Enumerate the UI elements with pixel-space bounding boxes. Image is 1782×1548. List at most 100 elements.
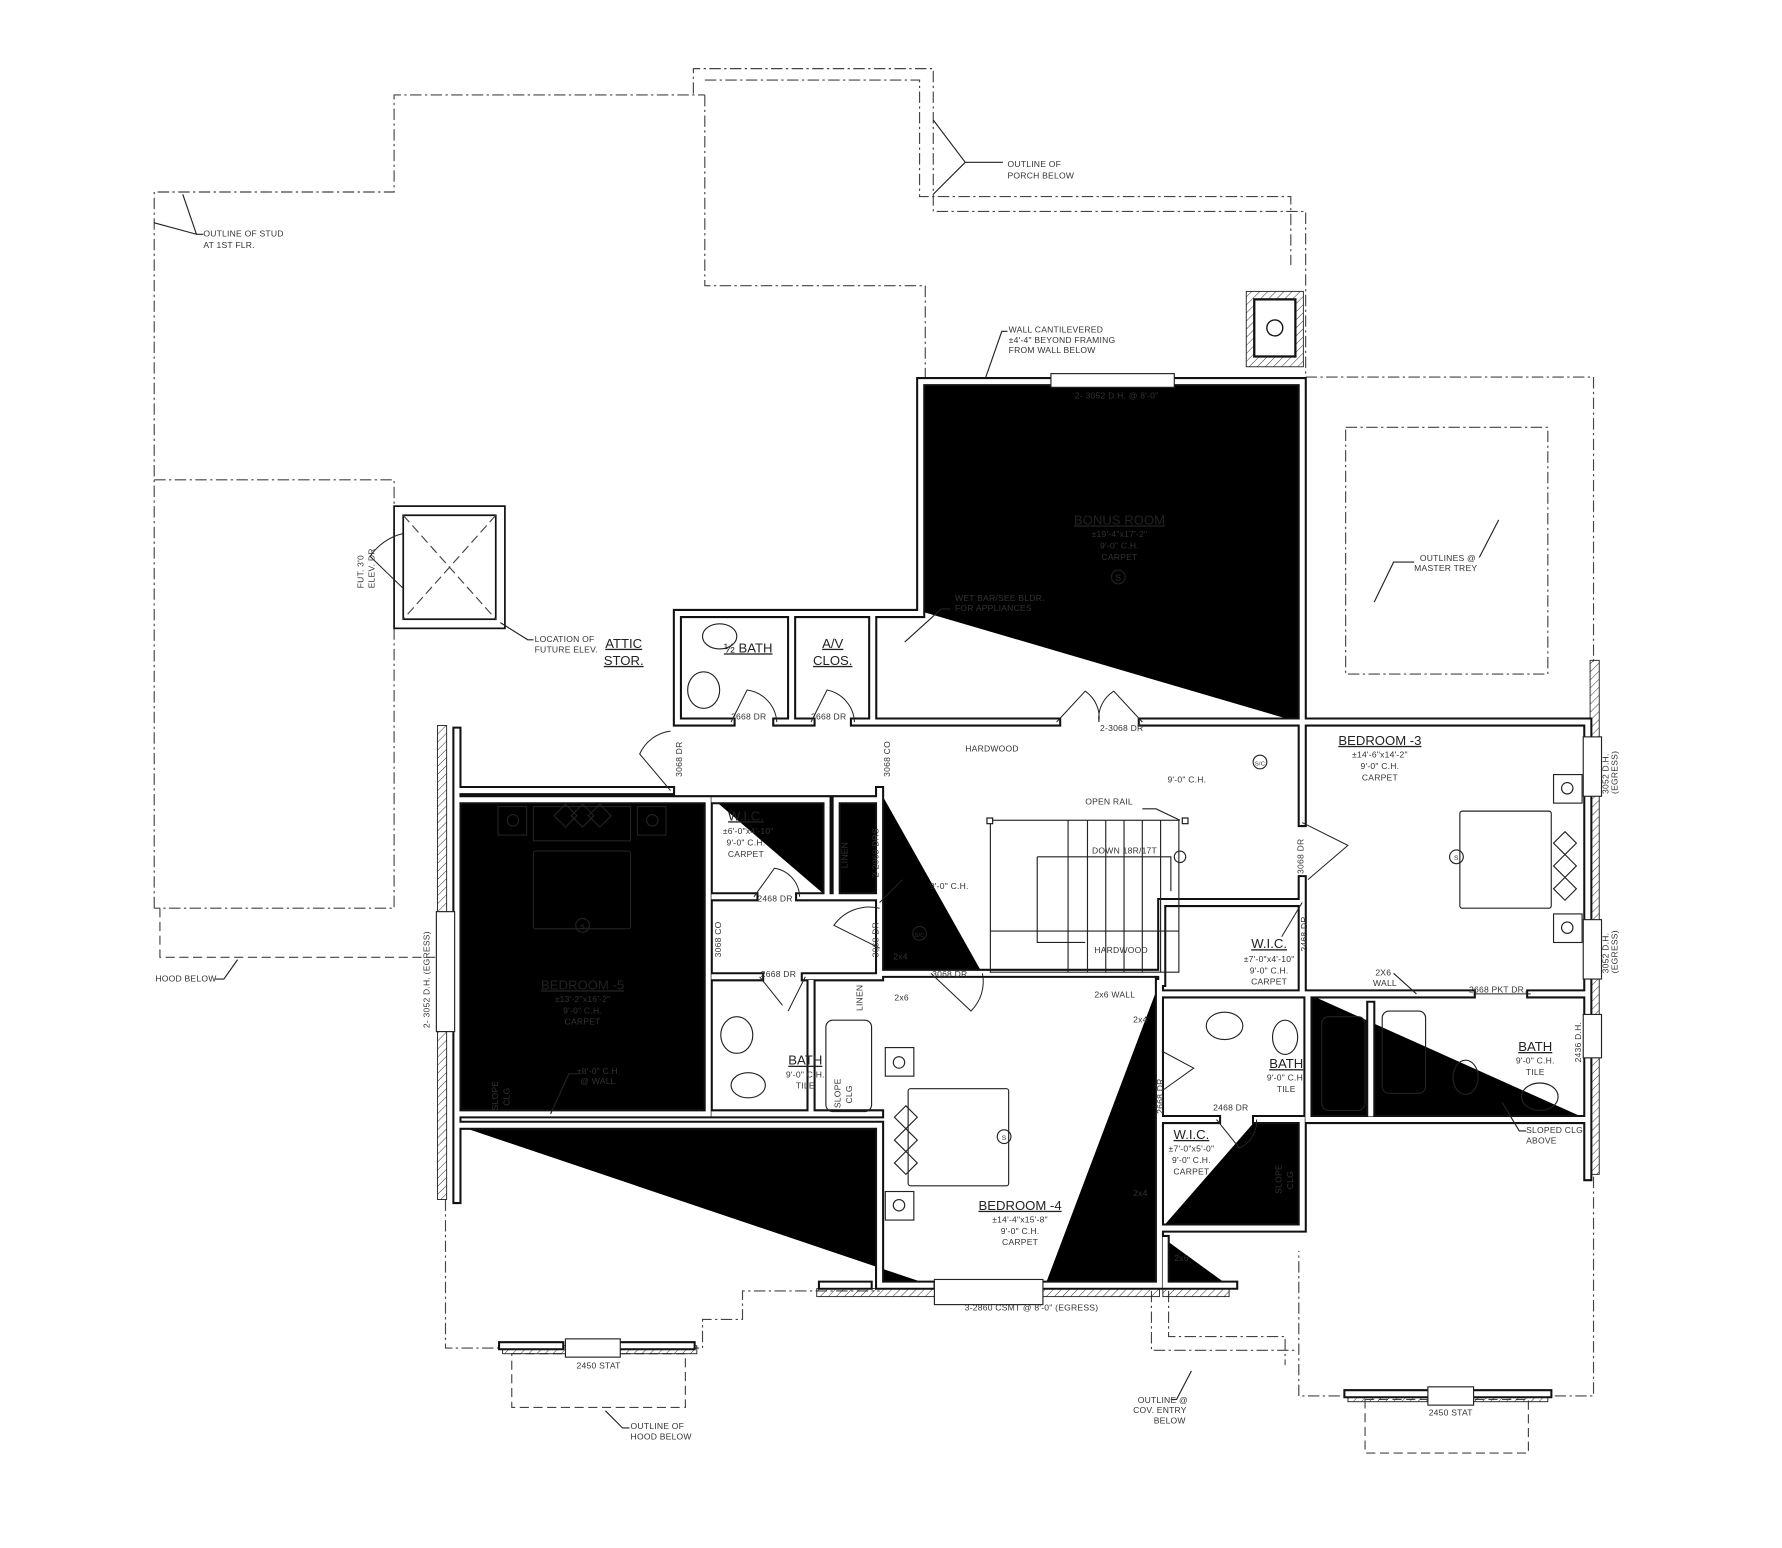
hall-ceiling-2: 9'-0" C.H.: [930, 881, 969, 891]
note-ch-wall: ±8'-0" C.H.: [577, 1066, 621, 1076]
hall-floor: HARDWOOD: [965, 744, 1019, 754]
room-floor-bedroom3: CARPET: [1362, 772, 1399, 782]
room-name-wic3: W.I.C.: [1251, 936, 1287, 951]
note-cantilever-2: ±4'-4" BEYOND FRAMING: [1009, 335, 1116, 345]
smoke-co-detector: S/C: [1255, 761, 1265, 767]
note-wetbar: WET BAR/SEE BLDR.: [955, 593, 1045, 603]
room-name-wic4: W.I.C.: [1174, 1127, 1210, 1142]
note-ch-wall-2: @ WALL: [580, 1076, 615, 1086]
note-hood-bottom: OUTLINE OF: [631, 1421, 685, 1431]
smoke-co-detector-2: S/C: [914, 933, 924, 939]
callout-window-stat: 2450 STAT: [577, 1361, 622, 1371]
room-ceiling-wic4: 9'-0" C.H.: [1172, 1155, 1211, 1165]
note-hood-bottom-2: HOOD BELOW: [631, 1431, 693, 1441]
doors: [639, 689, 1531, 1149]
room-ceiling-bedroom4: 9'-0" C.H.: [1001, 1226, 1040, 1236]
hall-ceiling: 9'-0" C.H.: [1167, 775, 1206, 785]
callout-pocket-door: 2668 PKT DR.: [1469, 985, 1527, 995]
note-cov-entry: OUTLINE @: [1138, 1395, 1188, 1405]
room-ceiling-bonus: 9'-0" C.H.: [1100, 540, 1139, 550]
callout-door: 2-2068 DRS: [870, 828, 880, 877]
callout-window-bath3: 2436 D.H.: [1573, 1022, 1583, 1063]
room-floor-bedroom4: CARPET: [1002, 1237, 1039, 1247]
hall-floor-2: HARDWOOD: [1094, 945, 1148, 955]
callout-stud: 2x6: [894, 993, 908, 1003]
future-elevator: [369, 505, 506, 630]
callout-door: 2468 DR: [1213, 1102, 1248, 1112]
room-name-wic5: W.I.C.: [728, 808, 764, 823]
room-ceiling-bedroom5: 9'-0" C.H.: [563, 1005, 602, 1015]
callout-window-b3a-2: (EGRESS): [1610, 751, 1620, 794]
smoke-detector-bonus: S: [1115, 572, 1121, 582]
note-open-rail: OPEN RAIL: [1085, 796, 1133, 806]
callout-door: 3068 DR: [870, 922, 880, 957]
note-slope-2: CLG: [1285, 1171, 1295, 1189]
note-stud: OUTLINE OF STUD: [203, 229, 283, 239]
note-elevator: LOCATION OF: [535, 634, 595, 644]
room-size-bedroom4: ±14'-4"x15'-8": [992, 1214, 1048, 1224]
note-slope: SLOPE: [490, 1081, 500, 1111]
callout-door: 2668 DR: [811, 712, 846, 722]
room-ceiling-bath34: 9'-0" C.H.: [1267, 1073, 1306, 1083]
callout-door: 2-3068 DR: [1100, 723, 1143, 733]
smoke-detector-b5: S: [580, 924, 585, 931]
room-floor-bath34: TILE: [1277, 1084, 1296, 1094]
room-ceiling-bath5: 9'-0" C.H.: [786, 1069, 825, 1079]
note-cantilever: WALL CANTILEVERED: [1009, 324, 1103, 334]
stairs: [986, 817, 1189, 973]
room-ceiling-bath3: 9'-0" C.H.: [1516, 1056, 1555, 1066]
room-size-wic4: ±7'-0"x5'-0": [1169, 1144, 1215, 1154]
room-floor-wic3: CARPET: [1251, 977, 1288, 987]
room-size-wic5: ±6'-0"x4'-10": [723, 826, 774, 836]
callout-door: 2468 DR: [757, 893, 792, 903]
room-ceiling-bedroom3: 9'-0" C.H.: [1361, 761, 1400, 771]
room-name-bath5: BATH: [788, 1053, 822, 1068]
walls: [457, 382, 1588, 1394]
room-name-attic-2: STOR.: [604, 653, 644, 668]
callout-stud: 2x6: [1174, 1253, 1188, 1263]
callout-window-b4: 3-2860 CSMT @ 8'-0" (EGRESS): [965, 1302, 1099, 1312]
room-name-half-bath: ½ BATH: [724, 640, 773, 655]
note-cantilever-3: FROM WALL BELOW: [1009, 345, 1097, 355]
callout-window-b3a: 3052 D.H.: [1600, 753, 1610, 794]
room-size-bonus: ±19'-4"x17'-2": [1092, 529, 1148, 539]
callout-window-bonus: 2- 3052 D.H. @ 8'-0": [1075, 391, 1158, 401]
room-name-bath34: BATH: [1269, 1056, 1303, 1071]
note-stairs: DOWN 18R/17T: [1092, 845, 1158, 855]
room-floor-bath3: TILE: [1526, 1067, 1545, 1077]
note-wetbar-2: FOR APPLIANCES: [955, 603, 1032, 613]
note-trey: OUTLINES @: [1420, 553, 1476, 563]
callout-stud: 2x4: [893, 952, 907, 962]
note-porch-2: PORCH BELOW: [1008, 170, 1075, 180]
note-elevator-2: FUTURE ELEV.: [535, 644, 598, 654]
room-size-wic3: ±7'-0"x4'-10": [1244, 954, 1295, 964]
room-size-bedroom5: ±13'-2"x16'-2": [555, 994, 611, 1004]
callout-linen: LINEN: [840, 842, 850, 868]
room-name-bedroom5: BEDROOM -5: [541, 977, 624, 992]
room-name-av: A/V: [822, 636, 843, 651]
callout-door: 3068 DR: [932, 969, 967, 979]
note-elev-door: FUT. 3'0: [355, 555, 365, 588]
room-name-bonus: BONUS ROOM: [1074, 512, 1165, 527]
callout-stud: 2x4: [1133, 1188, 1147, 1198]
callout-window-b3b: 3052 D.H.: [1600, 933, 1610, 974]
callout-door: 2668 DR: [1155, 1078, 1165, 1113]
note-trey-2: MASTER TREY: [1414, 563, 1477, 573]
room-name-bath3: BATH: [1518, 1039, 1552, 1054]
note-elev-door-2: ELEV. DR: [367, 548, 377, 588]
note-slope: SLOPE: [1274, 1164, 1284, 1194]
callout-door: 2468 DR: [1299, 916, 1309, 951]
smoke-detector-b4: S: [1002, 1135, 1007, 1142]
callout-stud: 2x4: [1133, 1014, 1147, 1024]
room-floor-wic4: CARPET: [1173, 1166, 1210, 1176]
callout-door: 2668 DR: [731, 712, 766, 722]
labels: OUTLINE OF PORCH BELOW OUTLINE OF STUD A…: [155, 159, 1619, 1442]
callout-linen: LINEN: [854, 985, 864, 1011]
room-floor-bedroom5: CARPET: [565, 1017, 602, 1027]
room-floor-bath5: TILE: [796, 1081, 815, 1091]
note-slope: SLOPE: [833, 1078, 843, 1108]
callout-wall: 2x6 WALL: [1094, 989, 1135, 999]
leaders: [154, 119, 1527, 1429]
note-sloped-clg: SLOPED CLG.: [1526, 1125, 1586, 1135]
